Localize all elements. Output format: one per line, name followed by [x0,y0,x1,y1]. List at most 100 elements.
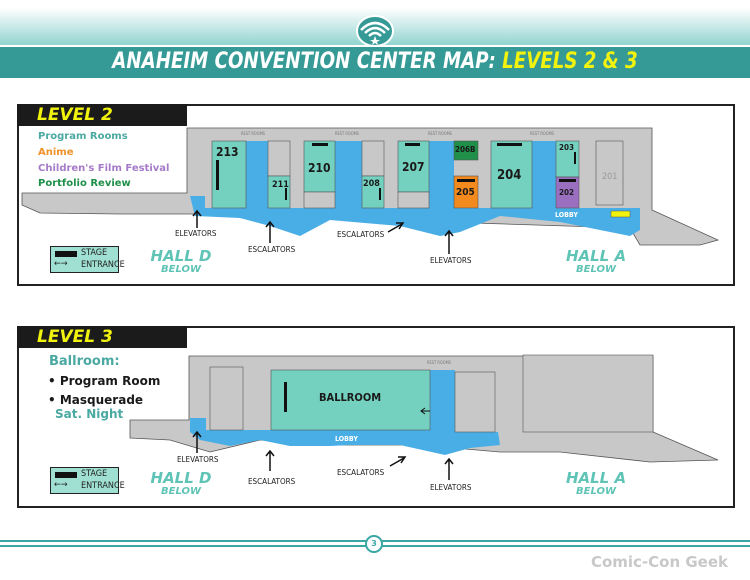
corridor [429,141,454,208]
legend-program-rooms: Program Rooms [38,131,128,142]
stage-key-icon [55,251,77,257]
hall-d-below: BELOW [161,486,201,497]
room-208-label: 208 [363,179,380,189]
map-key: STAGE ←→ ENTRANCE [50,246,125,273]
page-number: 3 [365,535,383,553]
arrow-up-icon [192,430,202,453]
room-206b-label: 206B [455,145,476,154]
room-205-label: 205 [456,187,475,198]
legend-portfolio-review: Portfolio Review [38,178,131,189]
hall-a-below: BELOW [576,486,616,497]
room-gray [454,371,496,433]
stage-icon [457,179,475,182]
ballroom-heading: Ballroom: [49,354,120,369]
item-program-room: • Program Room [48,374,161,388]
stage-icon [285,188,287,200]
elevators-label: ELEVATORS [430,483,472,492]
hall-d-name: HALL D [150,469,212,487]
hall-d-name: HALL D [150,247,212,265]
key-entrance-label: ENTRANCE [81,260,125,270]
level-2-corridor [190,196,640,236]
map-key: STAGE ←→ ENTRANCE [50,467,125,494]
room-203-label: 203 [559,143,574,152]
ballroom [270,369,431,431]
room-204 [490,140,533,209]
hall-a-name: HALL A [565,469,627,487]
stage-icon [312,143,328,146]
hall-a-name: HALL A [565,247,627,265]
entrance-arrows-icon: ←→ [54,259,68,269]
ballroom-label: BALLROOM [319,391,381,404]
room-206b [453,140,479,161]
room-outline [209,366,244,431]
lobby-label: LOBBY [555,211,578,219]
item-masquerade: • Masquerade [48,393,144,407]
level-3-tag: LEVEL 3 [17,326,187,348]
title-main: ANAHEIM CONVENTION CENTER MAP: [112,49,496,74]
key-stage-label: STAGE [81,469,108,479]
arrow-up-icon [444,229,454,254]
corridor [532,141,556,208]
room-207 [397,140,430,193]
room-202-label: 202 [559,188,574,197]
stage-icon [379,188,381,200]
hall-d-below: BELOW [161,264,201,275]
entrance-arrows-icon: ←→ [54,480,68,490]
escalators-label: ESCALATORS [248,477,296,486]
corridor [246,141,268,208]
arrow-up-icon [192,209,202,228]
key-stage-label: STAGE [81,248,108,258]
elevators-label: ELEVATORS [430,256,472,265]
comic-con-logo-icon [356,15,394,47]
title-highlight: LEVELS 2 & 3 [502,49,638,74]
stage-key-icon [55,472,77,478]
arrow-icon [389,456,407,467]
room-gray [397,191,430,209]
room-201 [595,140,624,206]
arrow-up-icon [444,457,454,480]
arrow-up-icon [265,220,275,243]
entrance-arrow-icon [420,407,430,415]
room-207-label: 207 [402,160,425,174]
room-211 [267,175,291,209]
key-entrance-label: ENTRANCE [81,481,125,491]
watermark: Comic-Con Geek [590,553,728,571]
stage-icon [559,179,576,182]
room-213-label: 213 [216,145,239,159]
stage-icon [574,152,576,164]
stage-icon [216,160,219,190]
elevators-label: ELEVATORS [175,229,217,238]
hall-a-below: BELOW [576,264,616,275]
stage-icon [497,143,522,146]
yellow-marker [610,210,631,218]
header-band [0,47,750,78]
legend-anime: Anime [38,147,74,158]
room-211-label: 211 [272,180,289,190]
room-210 [303,140,336,193]
room-201-label: 201 [602,172,617,182]
page-title: ANAHEIM CONVENTION CENTER MAP: LEVELS 2 … [30,49,720,74]
restrooms-label: REST ROOMS [530,131,555,136]
stage-icon [405,143,420,146]
escalators-label: ESCALATORS [337,468,385,477]
escalators-label: ESCALATORS [337,230,385,239]
restrooms-label: REST ROOMS [335,131,360,136]
legend-childrens-film-festival: Children's Film Festival [38,163,170,174]
stage-icon [284,382,287,412]
lobby-label: LOBBY [335,435,358,443]
room-202 [555,176,580,209]
room-204-label: 204 [497,168,521,183]
restrooms-label: REST ROOMS [427,360,452,365]
elevators-label: ELEVATORS [177,455,219,464]
escalators-label: ESCALATORS [248,245,296,254]
room-208 [361,175,385,209]
sat-night-label: Sat. Night [55,407,124,421]
room-210-label: 210 [308,161,331,175]
room-gray [303,191,336,209]
